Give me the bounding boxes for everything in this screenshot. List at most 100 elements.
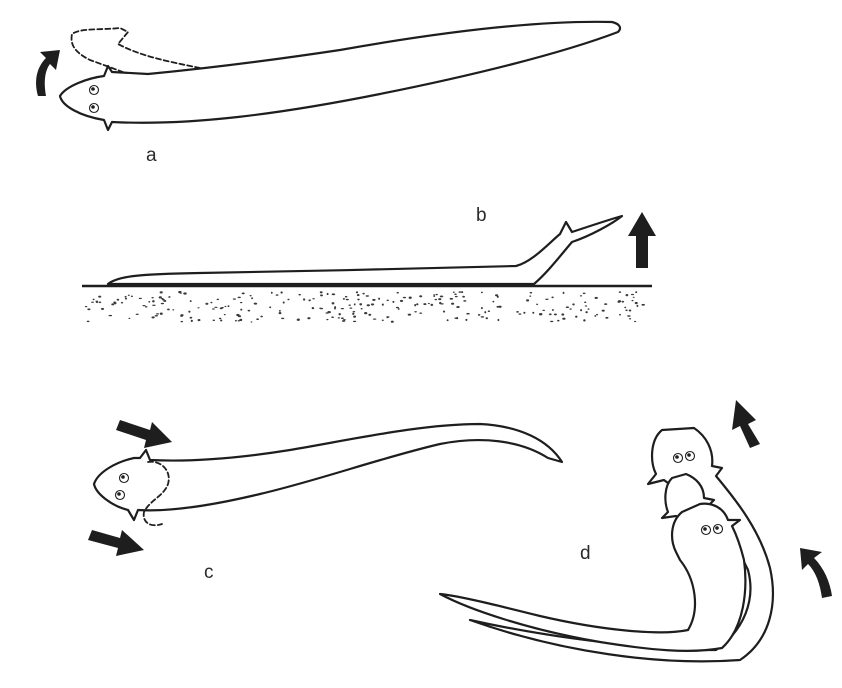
substrate-grain <box>454 318 456 319</box>
substrate-grain <box>580 309 582 311</box>
substrate-grain <box>529 296 531 297</box>
substrate-grain <box>345 296 348 298</box>
substrate-grain <box>596 314 598 316</box>
panel-b-drawing <box>82 212 656 323</box>
substrate-grain <box>626 294 629 296</box>
substrate-grain <box>451 303 454 305</box>
substrate-grain <box>526 299 529 301</box>
substrate-grain <box>400 300 403 302</box>
substrate-grain <box>372 299 375 301</box>
substrate-grain <box>190 300 192 302</box>
substrate-grain <box>619 314 621 316</box>
substrate-grain <box>572 303 575 305</box>
substrate-grain <box>396 307 399 309</box>
substrate-grain <box>462 296 465 298</box>
substrate-grain <box>455 296 458 297</box>
straight-arrow-icon <box>116 420 172 448</box>
substrate-grain <box>492 301 494 303</box>
panel-d-worm-body-front <box>440 504 745 651</box>
substrate-grain <box>341 308 344 309</box>
substrate-grain <box>283 301 285 303</box>
substrate-grain <box>386 316 388 318</box>
substrate-grain <box>235 320 237 322</box>
substrate-grain <box>523 312 525 314</box>
substrate-grain <box>435 299 438 300</box>
panel-d-pupil <box>703 527 707 531</box>
panel-a-drawing <box>36 22 620 130</box>
substrate-grain <box>634 321 636 322</box>
curved-arrow-icon <box>800 548 832 598</box>
substrate-grain <box>594 315 596 317</box>
substrate-grain <box>326 319 328 320</box>
substrate-grain <box>356 291 358 293</box>
substrate-grain <box>167 308 170 310</box>
substrate-grain <box>248 310 251 312</box>
substrate-grain <box>250 295 252 296</box>
panel-a-pupil <box>91 87 95 91</box>
substrate-grain <box>551 297 553 299</box>
substrate-grain <box>297 319 300 321</box>
substrate-grain <box>549 313 552 315</box>
substrate-grain <box>180 314 183 316</box>
substrate-grain <box>181 321 184 322</box>
substrate-grain <box>364 312 367 314</box>
straight-arrow-icon <box>88 530 144 556</box>
substrate-grain <box>145 306 148 307</box>
substrate-grain <box>583 293 586 294</box>
substrate-grain <box>478 314 481 316</box>
substrate-grain <box>217 299 219 301</box>
substrate-grain <box>361 308 363 310</box>
substrate-grain <box>563 292 565 294</box>
panel-c-label: c <box>204 563 214 582</box>
substrate-grain <box>408 314 411 316</box>
substrate-grain <box>172 309 174 310</box>
substrate-grain <box>191 320 193 322</box>
substrate-grain <box>91 302 94 303</box>
substrate-grain <box>131 296 133 298</box>
substrate-grain <box>281 318 284 320</box>
substrate-grain <box>605 317 608 319</box>
substrate-grain <box>85 306 88 307</box>
substrate-grain <box>214 307 218 308</box>
substrate-grain <box>368 314 371 316</box>
substrate-grain <box>466 313 469 315</box>
substrate-grain <box>212 308 215 309</box>
substrate-grain <box>367 304 370 306</box>
substrate-grain <box>594 297 597 299</box>
substrate-grain <box>357 299 360 301</box>
substrate-grain <box>554 313 557 315</box>
substrate-grain <box>629 309 632 311</box>
substrate-grain <box>495 294 498 296</box>
substrate-grain <box>636 305 638 307</box>
substrate-grain <box>550 321 553 322</box>
substrate-grain <box>341 317 344 319</box>
substrate-grain <box>575 316 577 318</box>
substrate-grain <box>93 299 95 301</box>
substrate-grain <box>190 317 193 319</box>
substrate-grain <box>450 298 454 300</box>
substrate-grain <box>233 298 236 299</box>
substrate-grain <box>320 291 323 293</box>
substrate-grain <box>353 311 356 312</box>
substrate-grain <box>125 298 127 300</box>
substrate-grain <box>416 303 418 305</box>
substrate-grain <box>481 292 483 294</box>
substrate-grain <box>346 299 349 301</box>
substrate-grain <box>319 308 321 309</box>
substrate-grain <box>386 300 388 301</box>
substrate-grain <box>260 316 263 318</box>
substrate-grain <box>580 295 582 296</box>
panel-c-drawing <box>88 420 562 556</box>
substrate-grain <box>238 315 241 317</box>
substrate-grain <box>87 321 90 323</box>
substrate-grain <box>498 306 502 308</box>
substrate-grain <box>331 316 334 318</box>
substrate-grain <box>224 306 226 307</box>
substrate-grain <box>254 303 257 305</box>
substrate-grain <box>631 294 634 295</box>
substrate-grain <box>238 320 241 321</box>
substrate-grain <box>228 305 230 307</box>
substrate-grain <box>562 318 565 320</box>
panel-d-pupil <box>715 526 719 530</box>
substrate-grain <box>338 317 341 318</box>
